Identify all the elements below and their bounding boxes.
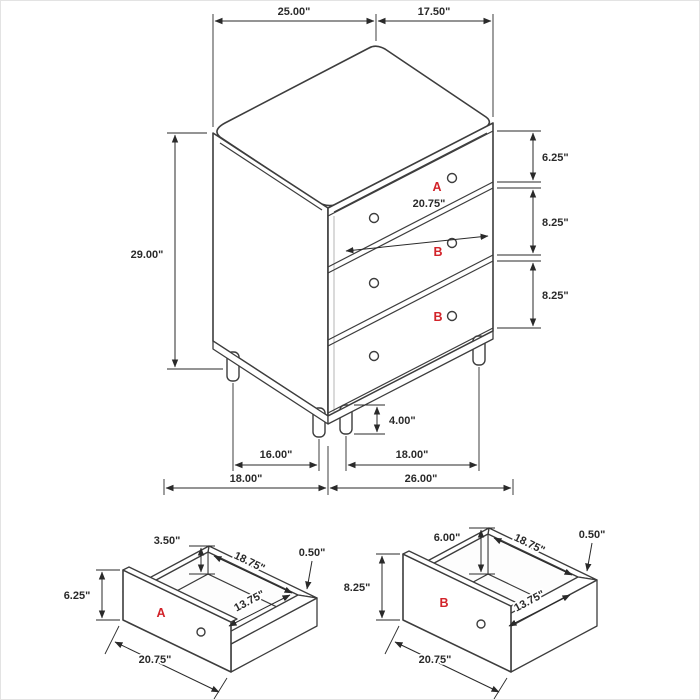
- a-dim-thickness: 0.50": [299, 547, 326, 559]
- dim-drawer-width: 20.75": [413, 198, 446, 210]
- drawer-b1-label: B: [433, 245, 442, 259]
- b-dim-front-height: 8.25": [344, 582, 371, 594]
- drawer-knobs: [368, 172, 458, 362]
- drawer-divider-lines: [327, 130, 494, 414]
- base-apron-front: [327, 330, 494, 425]
- dim-leg-height: 4.00": [389, 415, 416, 427]
- dim-leg-spans-group: 16.00" 18.00": [232, 367, 480, 471]
- dim-top-width-right: 17.50": [418, 6, 451, 18]
- dim-drawer-fronts-group: 6.25" 8.25" 8.25": [497, 130, 570, 329]
- dim-drawer-a-front: 6.25": [542, 152, 569, 164]
- knob-b1-left: [368, 277, 380, 289]
- b-detail-label: B: [439, 596, 448, 610]
- a-detail-knob: [196, 627, 206, 637]
- a-dim-side-height: 3.50": [154, 535, 181, 547]
- dim-top-depth-left: 25.00": [278, 6, 311, 18]
- dim-leg-span-side: 16.00": [260, 449, 293, 461]
- dim-overall-group: 18.00" 26.00": [163, 446, 514, 495]
- knob-a-right: [446, 172, 458, 184]
- a-dim-front-width-group: 20.75": [104, 625, 228, 699]
- top-overhang-edge: [219, 132, 488, 213]
- a-detail-label: A: [156, 606, 165, 620]
- dim-overall-width: 26.00": [405, 473, 438, 485]
- a-dim-front-height-group: 6.25": [62, 569, 120, 621]
- main-isometric-view: 25.00" 17.50" 29.00" 6.25" 8.25" 8.25": [129, 4, 570, 495]
- dim-height-group: 29.00": [129, 132, 223, 370]
- b-dim-thickness: 0.50": [579, 529, 606, 541]
- dim-leg-height-group: 4.00": [354, 404, 417, 435]
- knob-b2-right: [446, 310, 458, 322]
- b-dim-side-height-group: 6.00": [432, 527, 495, 575]
- dim-overall-depth: 18.00": [230, 473, 263, 485]
- knob-a-left: [368, 212, 380, 224]
- b-dim-thickness-group: 0.50": [577, 527, 607, 572]
- a-dim-front-height: 6.25": [64, 590, 91, 602]
- dim-leg-span-front: 18.00": [396, 449, 429, 461]
- dim-drawer-b1-front: 8.25": [542, 217, 569, 229]
- b-dim-side-height: 6.00": [434, 532, 461, 544]
- drawer-b2-label: B: [433, 310, 442, 324]
- dim-top-group: 25.00" 17.50": [212, 4, 494, 127]
- a-dim-front-width: 20.75": [139, 654, 172, 666]
- drawer-a-detail: 3.50" 18.75" 0.50" 13.75" 6.25" 20.75" A: [62, 533, 327, 699]
- b-dim-front-width: 20.75": [419, 654, 452, 666]
- a-dim-thickness-group: 0.50": [297, 545, 327, 590]
- a-dim-side-height-group: 3.50": [152, 533, 215, 575]
- knob-b2-left: [368, 350, 380, 362]
- dim-height: 29.00": [131, 249, 164, 261]
- dim-drawer-width-group: 20.75": [345, 196, 489, 254]
- drawer-a-label: A: [432, 180, 441, 194]
- b-detail-knob: [476, 619, 486, 629]
- b-dim-front-height-group: 8.25": [342, 553, 400, 621]
- drawer-b-detail: 6.00" 18.75" 0.50" 13.75" 8.25" 20.75" B: [342, 527, 607, 699]
- b-dim-front-width-group: 20.75": [384, 625, 508, 699]
- dim-drawer-b2-front: 8.25": [542, 290, 569, 302]
